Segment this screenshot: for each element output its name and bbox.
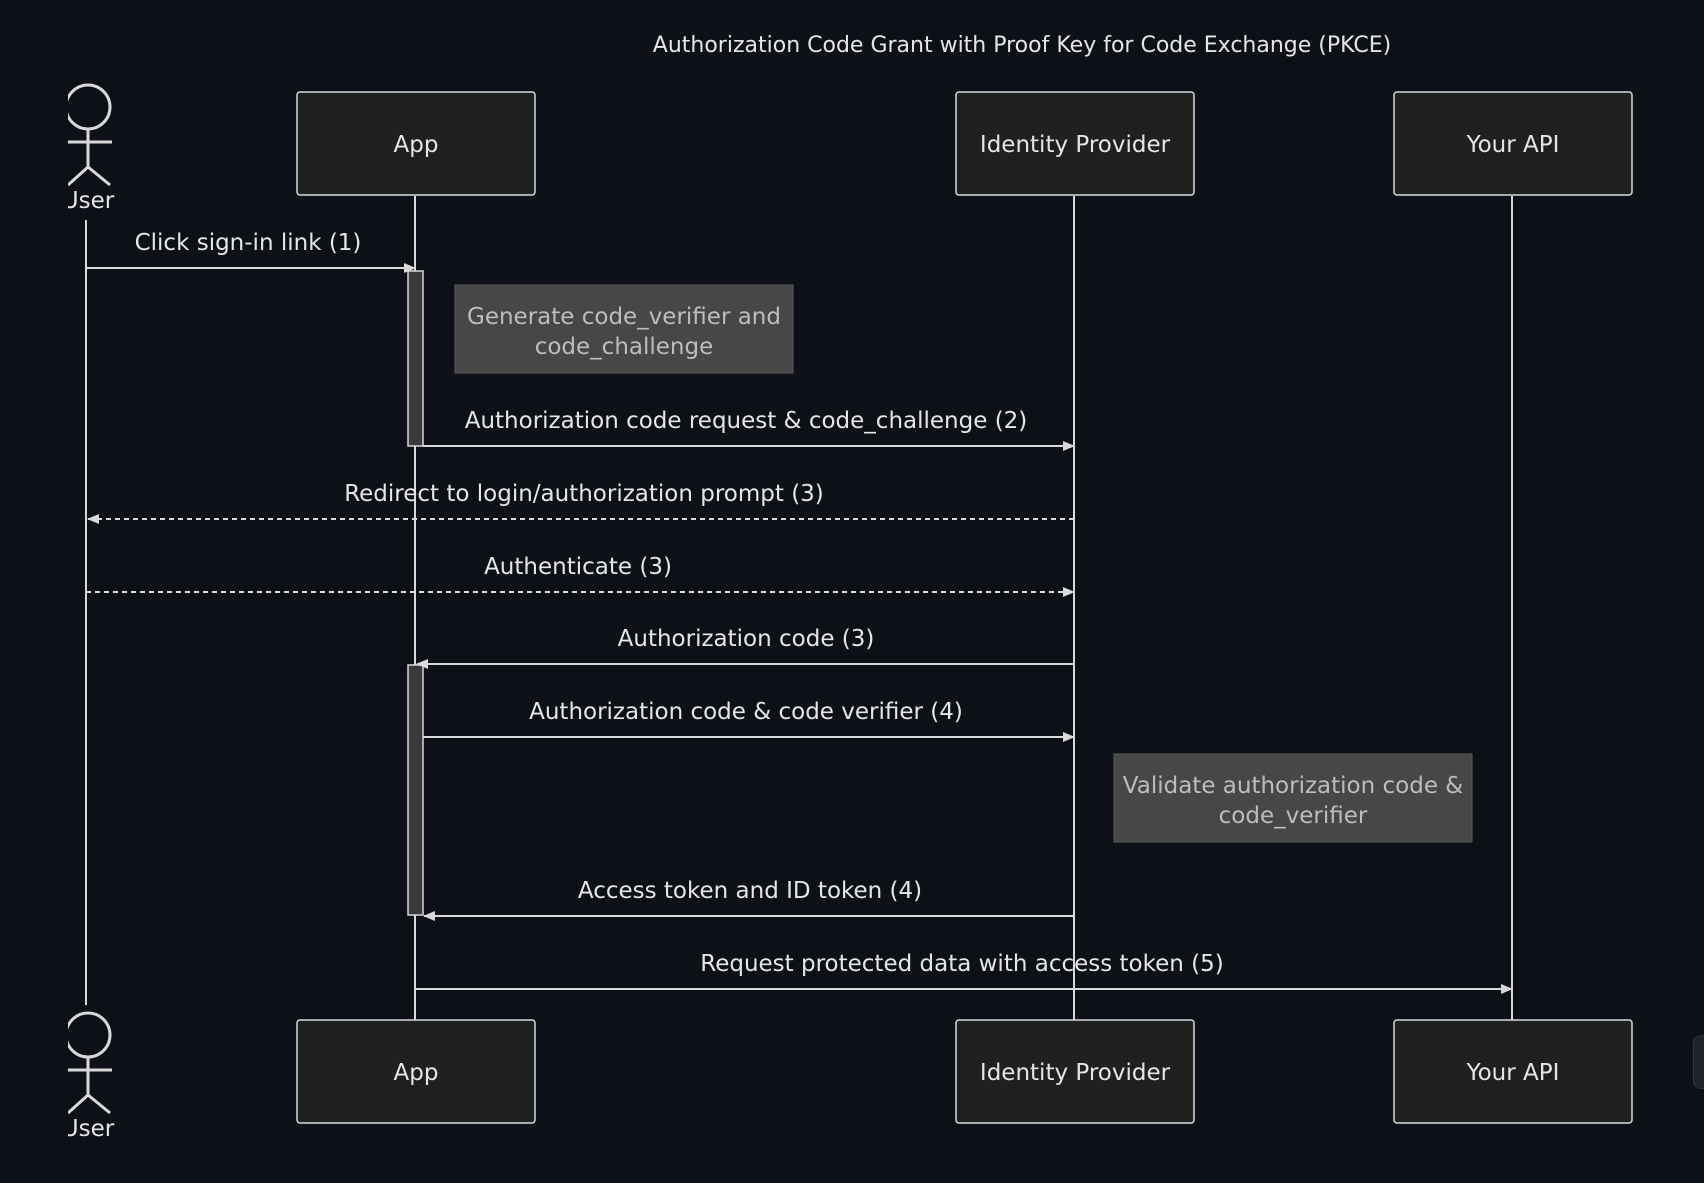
note-line: Generate code_verifier and [467, 304, 781, 330]
message-label: Authorization code & code verifier (4) [529, 699, 963, 725]
message-label: Authorization code request & code_challe… [465, 408, 1028, 434]
note-line: Validate authorization code & [1123, 773, 1463, 799]
activation-bar-app-2 [407, 664, 424, 916]
message-code-and-verifier: Authorization code & code verifier (4) [423, 699, 1075, 742]
actor-user-top: User [62, 83, 115, 214]
participant-your-api-bottom: Your API [1393, 1019, 1633, 1124]
note-line: code_challenge [535, 334, 714, 360]
participant-label: App [394, 132, 439, 158]
diagram-title: Authorization Code Grant with Proof Key … [653, 33, 1391, 58]
message-authorization-code: Authorization code (3) [416, 626, 1074, 669]
actor-user-bottom: User [62, 1011, 115, 1142]
participant-label: Your API [1466, 1060, 1560, 1086]
participant-identity-provider-top: Identity Provider [955, 91, 1195, 196]
message-redirect-to-login: Redirect to login/authorization prompt (… [87, 481, 1074, 524]
message-authorization-code-request: Authorization code request & code_challe… [423, 408, 1075, 451]
message-label: Authorization code (3) [618, 626, 875, 652]
message-label: Request protected data with access token… [700, 951, 1224, 977]
message-authenticate: Authenticate (3) [86, 554, 1075, 597]
participant-label: App [394, 1060, 439, 1086]
participant-label: Identity Provider [980, 132, 1171, 158]
participant-app-bottom: App [296, 1019, 536, 1124]
message-access-token: Access token and ID token (4) [423, 878, 1074, 921]
participant-app-top: App [296, 91, 536, 196]
participant-label: Your API [1466, 132, 1560, 158]
side-panel-handle[interactable] [1693, 1035, 1704, 1089]
participant-label: Identity Provider [980, 1060, 1171, 1086]
message-label: Redirect to login/authorization prompt (… [344, 481, 824, 507]
message-label: Access token and ID token (4) [578, 878, 922, 904]
message-click-sign-in: Click sign-in link (1) [86, 230, 416, 273]
message-request-protected-data: Request protected data with access token… [415, 951, 1513, 994]
actor-label: User [62, 1116, 115, 1142]
participant-identity-provider-bottom: Identity Provider [955, 1019, 1195, 1124]
message-label: Authenticate (3) [484, 554, 672, 580]
participant-your-api-top: Your API [1393, 91, 1633, 196]
note-generate-code-verifier: Generate code_verifier and code_challeng… [454, 284, 794, 374]
note-validate-authorization-code: Validate authorization code & code_verif… [1113, 753, 1473, 843]
note-line: code_verifier [1219, 803, 1368, 829]
actor-label: User [62, 188, 115, 214]
message-label: Click sign-in link (1) [135, 230, 362, 256]
activation-bar-app-1 [407, 270, 424, 447]
